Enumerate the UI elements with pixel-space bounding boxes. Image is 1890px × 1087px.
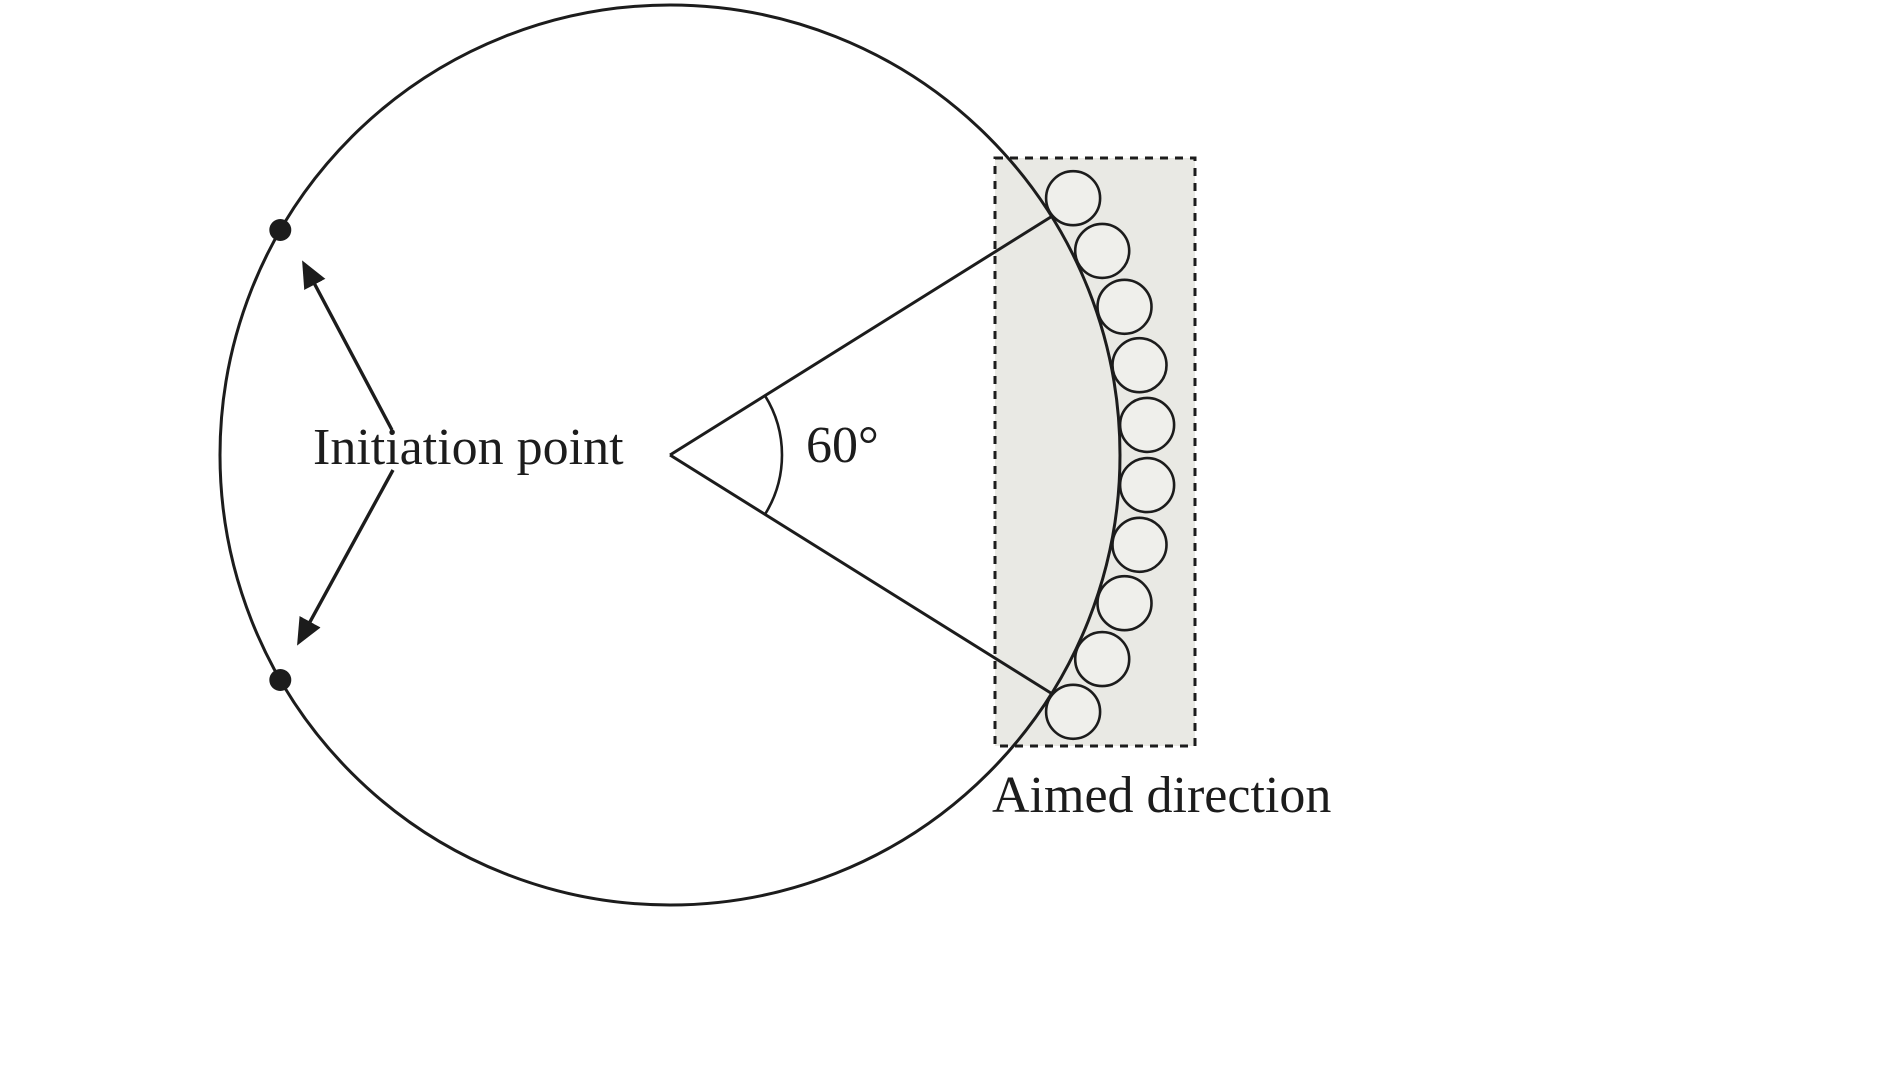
charge-hole <box>1118 456 1176 514</box>
charge-hole <box>1073 222 1131 280</box>
sector-line-upper <box>669 215 1053 457</box>
sector-line-lower <box>669 453 1053 695</box>
initiation-arrow-upper <box>302 260 394 431</box>
charge-hole <box>1111 336 1168 394</box>
charge-hole <box>1096 574 1153 632</box>
aimed-direction-label: Aimed direction <box>992 767 1331 824</box>
angle-arc <box>763 395 784 515</box>
initiation-point-dot-upper <box>269 219 292 241</box>
charge-hole <box>1044 683 1102 741</box>
charge-hole <box>1118 396 1176 454</box>
initiation-point-dot-lower <box>269 669 292 691</box>
initiation-arrow-lower <box>297 469 395 646</box>
charge-hole <box>1073 630 1131 688</box>
angle-label: 60° <box>806 417 879 474</box>
charge-hole <box>1044 169 1102 227</box>
charge-hole <box>1111 516 1168 574</box>
blast-circle <box>218 3 1122 907</box>
initiation-point-label: Initiation point <box>313 419 624 476</box>
charge-holes <box>1044 169 1176 741</box>
charge-hole <box>1096 278 1153 336</box>
